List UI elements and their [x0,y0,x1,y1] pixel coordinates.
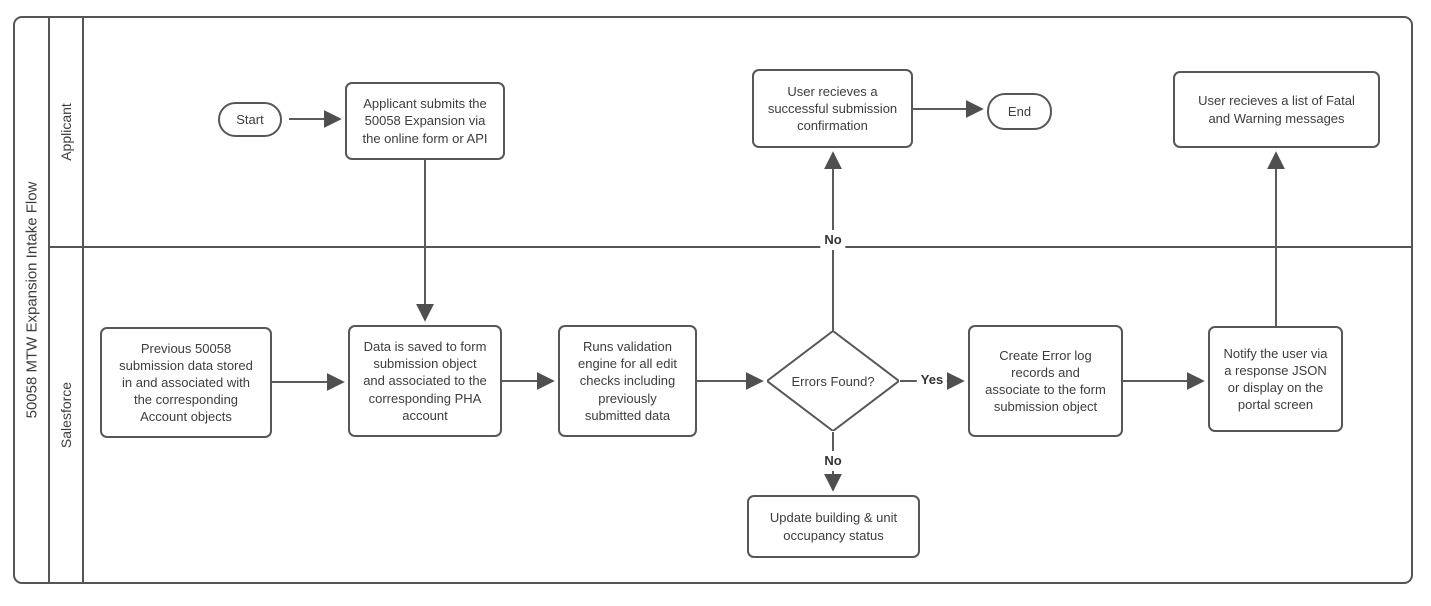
node-success-confirmation: User recieves a successful submission co… [752,69,913,148]
edge-label-no-down: No [820,451,846,471]
decision-label: Errors Found? [791,373,875,389]
node-previous-data: Previous 50058 submission data stored in… [100,327,272,438]
edge-label-no-up: No [820,230,846,250]
node-fatal-warning-list: User recieves a list of Fatal and Warnin… [1173,71,1380,148]
edge-label-yes: Yes [916,370,948,390]
node-notify-user: Notify the user via a response JSON or d… [1208,326,1343,432]
node-errors-found-decision: Errors Found? [767,331,899,431]
node-end-terminator: End [987,93,1052,130]
node-applicant-submits: Applicant submits the 50058 Expansion vi… [345,82,505,160]
lane-label-salesforce: Salesforce [58,381,74,449]
node-start-terminator: Start [218,102,282,137]
node-create-error-log: Create Error log records and associate t… [968,325,1123,437]
node-update-occupancy: Update building & unit occupancy status [747,495,920,558]
lane-label-applicant: Applicant [58,103,74,161]
diagram-title: 50058 MTW Expansion Intake Flow [23,181,41,419]
node-runs-validation: Runs validation engine for all edit chec… [558,325,697,437]
node-data-saved: Data is saved to form submission object … [348,325,502,437]
